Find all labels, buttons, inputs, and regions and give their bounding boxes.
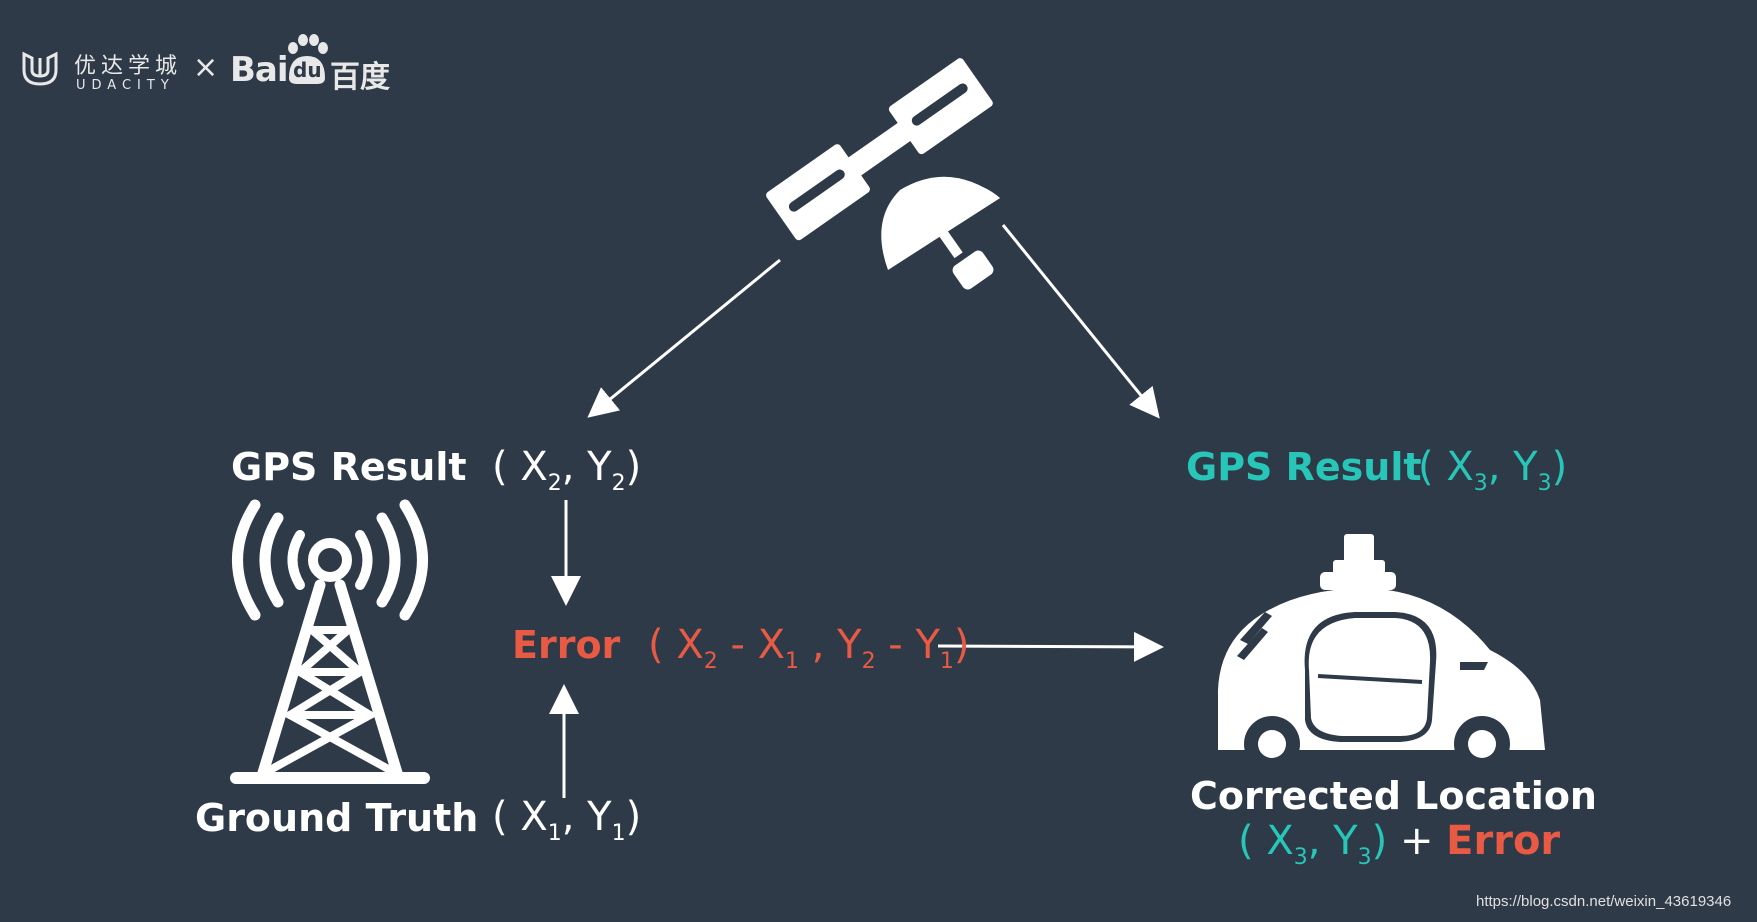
formula-part: - X [717, 622, 785, 668]
coord-sub: 3 [1293, 845, 1308, 870]
formula-part: - Y [875, 622, 940, 668]
corrected-location-label: Corrected Location [1190, 774, 1597, 818]
formula-sub: 2 [861, 649, 876, 674]
coord-mid: , Y [561, 444, 612, 490]
gps-result-right-coord: ( X3, Y3) [1418, 444, 1568, 495]
coord-open: ( X [1418, 444, 1474, 490]
gps-result-right-label: GPS Result [1186, 445, 1422, 489]
coord-mid: , Y [1307, 818, 1358, 864]
coord-sub: 1 [611, 821, 626, 846]
gps-result-left-coord: ( X2, Y2) [492, 444, 642, 495]
logo-separator: × [193, 50, 219, 85]
baidu-paw-icon [288, 34, 328, 84]
formula-sub: 1 [939, 649, 954, 674]
error-formula: ( X2 - X1 , Y2 - Y1) [648, 622, 970, 673]
udacity-logo-icon [22, 51, 58, 86]
coord-sub: 2 [547, 471, 562, 496]
coord-close: ) [625, 794, 642, 840]
udacity-en-name: UDACITY [76, 78, 175, 93]
gps-result-left-label: GPS Result [231, 445, 467, 489]
coord-mid: , Y [561, 794, 612, 840]
formula-part: , Y [799, 622, 862, 668]
ground-truth-coord: ( X1, Y1) [492, 794, 642, 845]
corrected-error-label: Error [1446, 818, 1561, 864]
coord-sub: 3 [1357, 845, 1372, 870]
coord-sub: 2 [611, 471, 626, 496]
corrected-location-coord: ( X3, Y3) + Error [1238, 818, 1561, 869]
baidu-en-name: Bai [230, 50, 289, 90]
ground-truth-label: Ground Truth [195, 796, 479, 840]
baidu-du-text: du [293, 58, 322, 82]
arrow-satellite-to-gps [587, 258, 781, 418]
watermark-url: https://blog.csdn.net/weixin_43619346 [1476, 893, 1732, 910]
formula-sub: 2 [703, 649, 718, 674]
coord-close: ) [1551, 444, 1568, 490]
coord-mid: , Y [1487, 444, 1538, 490]
coord-open: ( X [492, 444, 548, 490]
coord-sub: 3 [1537, 471, 1552, 496]
error-label: Error [512, 623, 621, 667]
formula-part: ) [953, 622, 970, 668]
coord-sub: 3 [1473, 471, 1488, 496]
plus-sign: + [1399, 818, 1434, 864]
coord-close: ) [625, 444, 642, 490]
formula-sub: 1 [785, 649, 799, 674]
baidu-cn-name: 百度 [330, 60, 390, 95]
arrow-error-to-car [937, 631, 1164, 662]
radio-tower-icon [230, 499, 430, 784]
coord-close: ) [1371, 818, 1388, 864]
coord-open: ( X [1238, 818, 1294, 864]
coord-open: ( X [492, 794, 548, 840]
coord-sub: 1 [547, 821, 562, 846]
formula-part: ( X [648, 622, 704, 668]
satellite-icon [766, 58, 1000, 290]
self-driving-car-icon [1218, 534, 1545, 772]
arrow-satellite-to-car [1001, 224, 1160, 419]
udacity-cn-name: 优达学城 [74, 54, 183, 79]
